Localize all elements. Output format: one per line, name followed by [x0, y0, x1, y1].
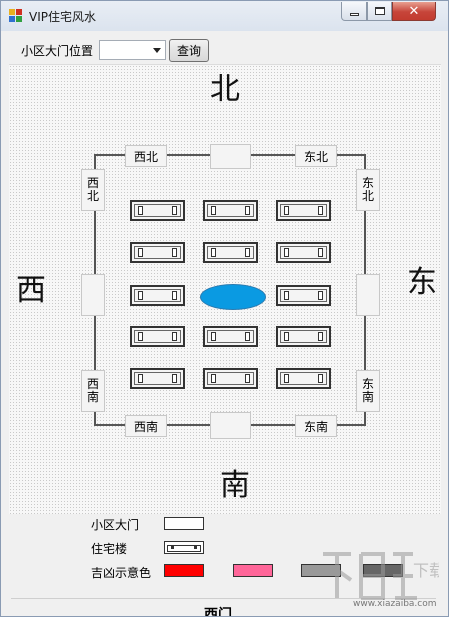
- gate-west[interactable]: [81, 274, 105, 316]
- gate-southwest[interactable]: 西南: [125, 415, 167, 437]
- residential-building: [130, 285, 185, 306]
- result-title: 西门: [204, 607, 232, 617]
- minimize-button[interactable]: [341, 2, 367, 21]
- residential-building: [203, 242, 258, 263]
- gate-east-north[interactable]: 东 北: [356, 169, 380, 211]
- window-title: VIP住宅风水: [29, 10, 96, 24]
- compass-east: 东: [407, 265, 437, 300]
- gate-east-south-label-1: 东: [361, 377, 374, 391]
- legend-building-label: 住宅楼: [91, 542, 128, 556]
- gate-northeast-label: 东北: [303, 149, 328, 164]
- gate-west-south[interactable]: 西 南: [81, 370, 105, 412]
- gate-west-north[interactable]: 西 北: [81, 169, 105, 211]
- compass-south: 南: [220, 468, 250, 503]
- chevron-down-icon[interactable]: [153, 48, 161, 53]
- residential-building: [276, 368, 331, 389]
- close-icon: ✕: [408, 3, 420, 19]
- gate-northeast[interactable]: 东北: [295, 145, 337, 167]
- gate-west-south-label-1: 西: [86, 377, 99, 391]
- residential-building: [203, 326, 258, 347]
- gate-east-north-label-1: 东: [361, 176, 374, 190]
- gate-east-south-label-2: 南: [361, 390, 374, 404]
- close-button[interactable]: ✕: [392, 2, 436, 21]
- result-divider: [11, 598, 436, 599]
- maximize-icon: [374, 7, 385, 15]
- fortune-swatch-2: [233, 564, 273, 577]
- fortune-swatch-1: [164, 564, 204, 577]
- gate-west-north-label-1: 西: [86, 176, 99, 190]
- gate-northwest-label: 西北: [133, 149, 158, 164]
- compass-west: 西: [16, 273, 46, 308]
- site-plan: 北 南 西 东 西北 东北 西 北 西 南 东 北: [9, 64, 441, 514]
- residential-building: [130, 326, 185, 347]
- gate-position-label: 小区大门位置: [21, 44, 94, 58]
- compass-north: 北: [210, 72, 240, 107]
- gate-position-select[interactable]: [99, 40, 166, 60]
- gate-northwest[interactable]: 西北: [125, 145, 167, 167]
- gate-west-north-label-2: 北: [86, 189, 99, 203]
- gate-east-south[interactable]: 东 南: [356, 370, 380, 412]
- residential-building: [276, 200, 331, 221]
- legend-building-swatch: [164, 541, 204, 554]
- query-button[interactable]: 查询: [169, 39, 209, 62]
- gate-south[interactable]: [210, 412, 251, 439]
- maximize-button[interactable]: [367, 2, 392, 21]
- residential-building: [130, 242, 185, 263]
- watermark-logo-text: 下载吧: [413, 561, 439, 580]
- gate-east-north-label-2: 北: [361, 189, 374, 203]
- gate-east[interactable]: [356, 274, 380, 316]
- gate-west-south-label-2: 南: [86, 390, 99, 404]
- watermark-text: www.xiazaiba.com: [353, 599, 437, 609]
- toolbar: 小区大门位置 查询: [1, 31, 448, 63]
- residential-building: [276, 326, 331, 347]
- residential-building: [203, 200, 258, 221]
- legend-gate-label: 小区大门: [91, 518, 140, 532]
- residential-building: [203, 368, 258, 389]
- gate-north[interactable]: [210, 144, 251, 169]
- legend-fortune-label: 吉凶示意色: [91, 566, 152, 580]
- minimize-icon: [349, 12, 359, 16]
- legend-gate-swatch: [164, 517, 204, 530]
- gate-southeast[interactable]: 东南: [295, 415, 337, 437]
- gate-southeast-label: 东南: [303, 419, 328, 434]
- app-icon: [9, 9, 23, 23]
- gate-southwest-label: 西南: [133, 419, 158, 434]
- center-pond: [200, 284, 266, 310]
- residential-building: [130, 200, 185, 221]
- residential-building: [130, 368, 185, 389]
- watermark-logo: 下载吧: [323, 552, 439, 600]
- residential-building: [276, 285, 331, 306]
- residential-building: [276, 242, 331, 263]
- title-bar[interactable]: VIP住宅风水 ✕: [1, 1, 448, 31]
